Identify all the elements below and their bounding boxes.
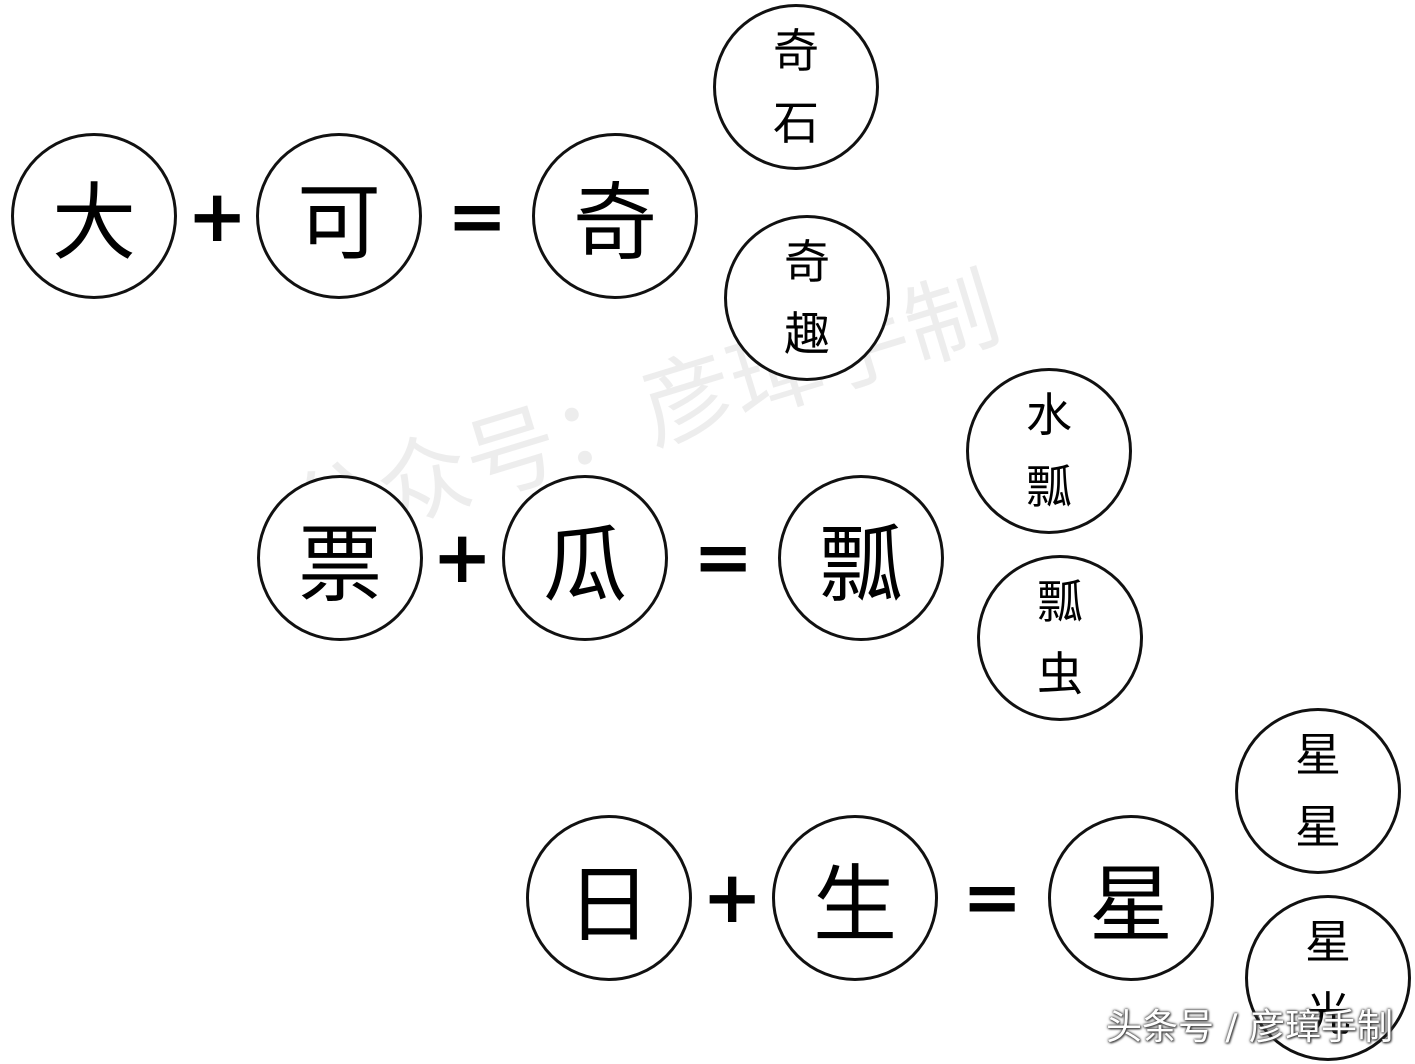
row2-plus-sign: + xyxy=(432,515,493,599)
row1-right-circle: 可 xyxy=(256,133,422,299)
row1-result-circle: 奇 xyxy=(532,133,698,299)
row1-left-circle: 大 xyxy=(11,133,177,299)
row3-left-circle: 日 xyxy=(526,815,692,981)
row2-right-circle: 瓜 xyxy=(502,475,668,641)
row1-plus-sign: + xyxy=(187,174,248,258)
row3-result-circle: 星 xyxy=(1048,815,1214,981)
row3-right-circle: 生 xyxy=(772,815,938,981)
row3-word-1-char-2: 星 xyxy=(1295,800,1341,854)
row1-word-circle-1: 奇 石 xyxy=(713,4,879,170)
row1-word-2-char-2: 趣 xyxy=(784,307,830,361)
row2-word-1-char-1: 水 xyxy=(1026,388,1072,442)
row3-word-circle-2: 星 光 xyxy=(1245,895,1411,1061)
row1-word-circle-2: 奇 趣 xyxy=(724,215,890,381)
row3-word-2-char-1: 星 xyxy=(1305,915,1351,969)
row3-equals-sign: = xyxy=(962,855,1023,939)
row1-word-1-char-1: 奇 xyxy=(773,24,819,78)
row3-plus-sign: + xyxy=(702,855,763,939)
row2-word-1-char-2: 瓢 xyxy=(1026,460,1072,514)
row2-word-2-char-1: 瓢 xyxy=(1037,575,1083,629)
row2-result-circle: 瓢 xyxy=(778,475,944,641)
row1-word-1-char-2: 石 xyxy=(773,96,819,150)
footer-credit: 头条号 / 彦璋手制 xyxy=(1105,1007,1393,1048)
row3-word-2-char-2: 光 xyxy=(1305,987,1351,1041)
row1-word-2-char-1: 奇 xyxy=(784,235,830,289)
row3-word-circle-1: 星 星 xyxy=(1235,708,1401,874)
row2-equals-sign: = xyxy=(693,515,754,599)
row2-word-2-char-2: 虫 xyxy=(1037,647,1083,701)
row2-left-circle: 票 xyxy=(257,475,423,641)
row1-equals-sign: = xyxy=(447,174,508,258)
row2-word-circle-2: 瓢 虫 xyxy=(977,555,1143,721)
row3-word-1-char-1: 星 xyxy=(1295,728,1341,782)
row2-word-circle-1: 水 瓢 xyxy=(966,368,1132,534)
